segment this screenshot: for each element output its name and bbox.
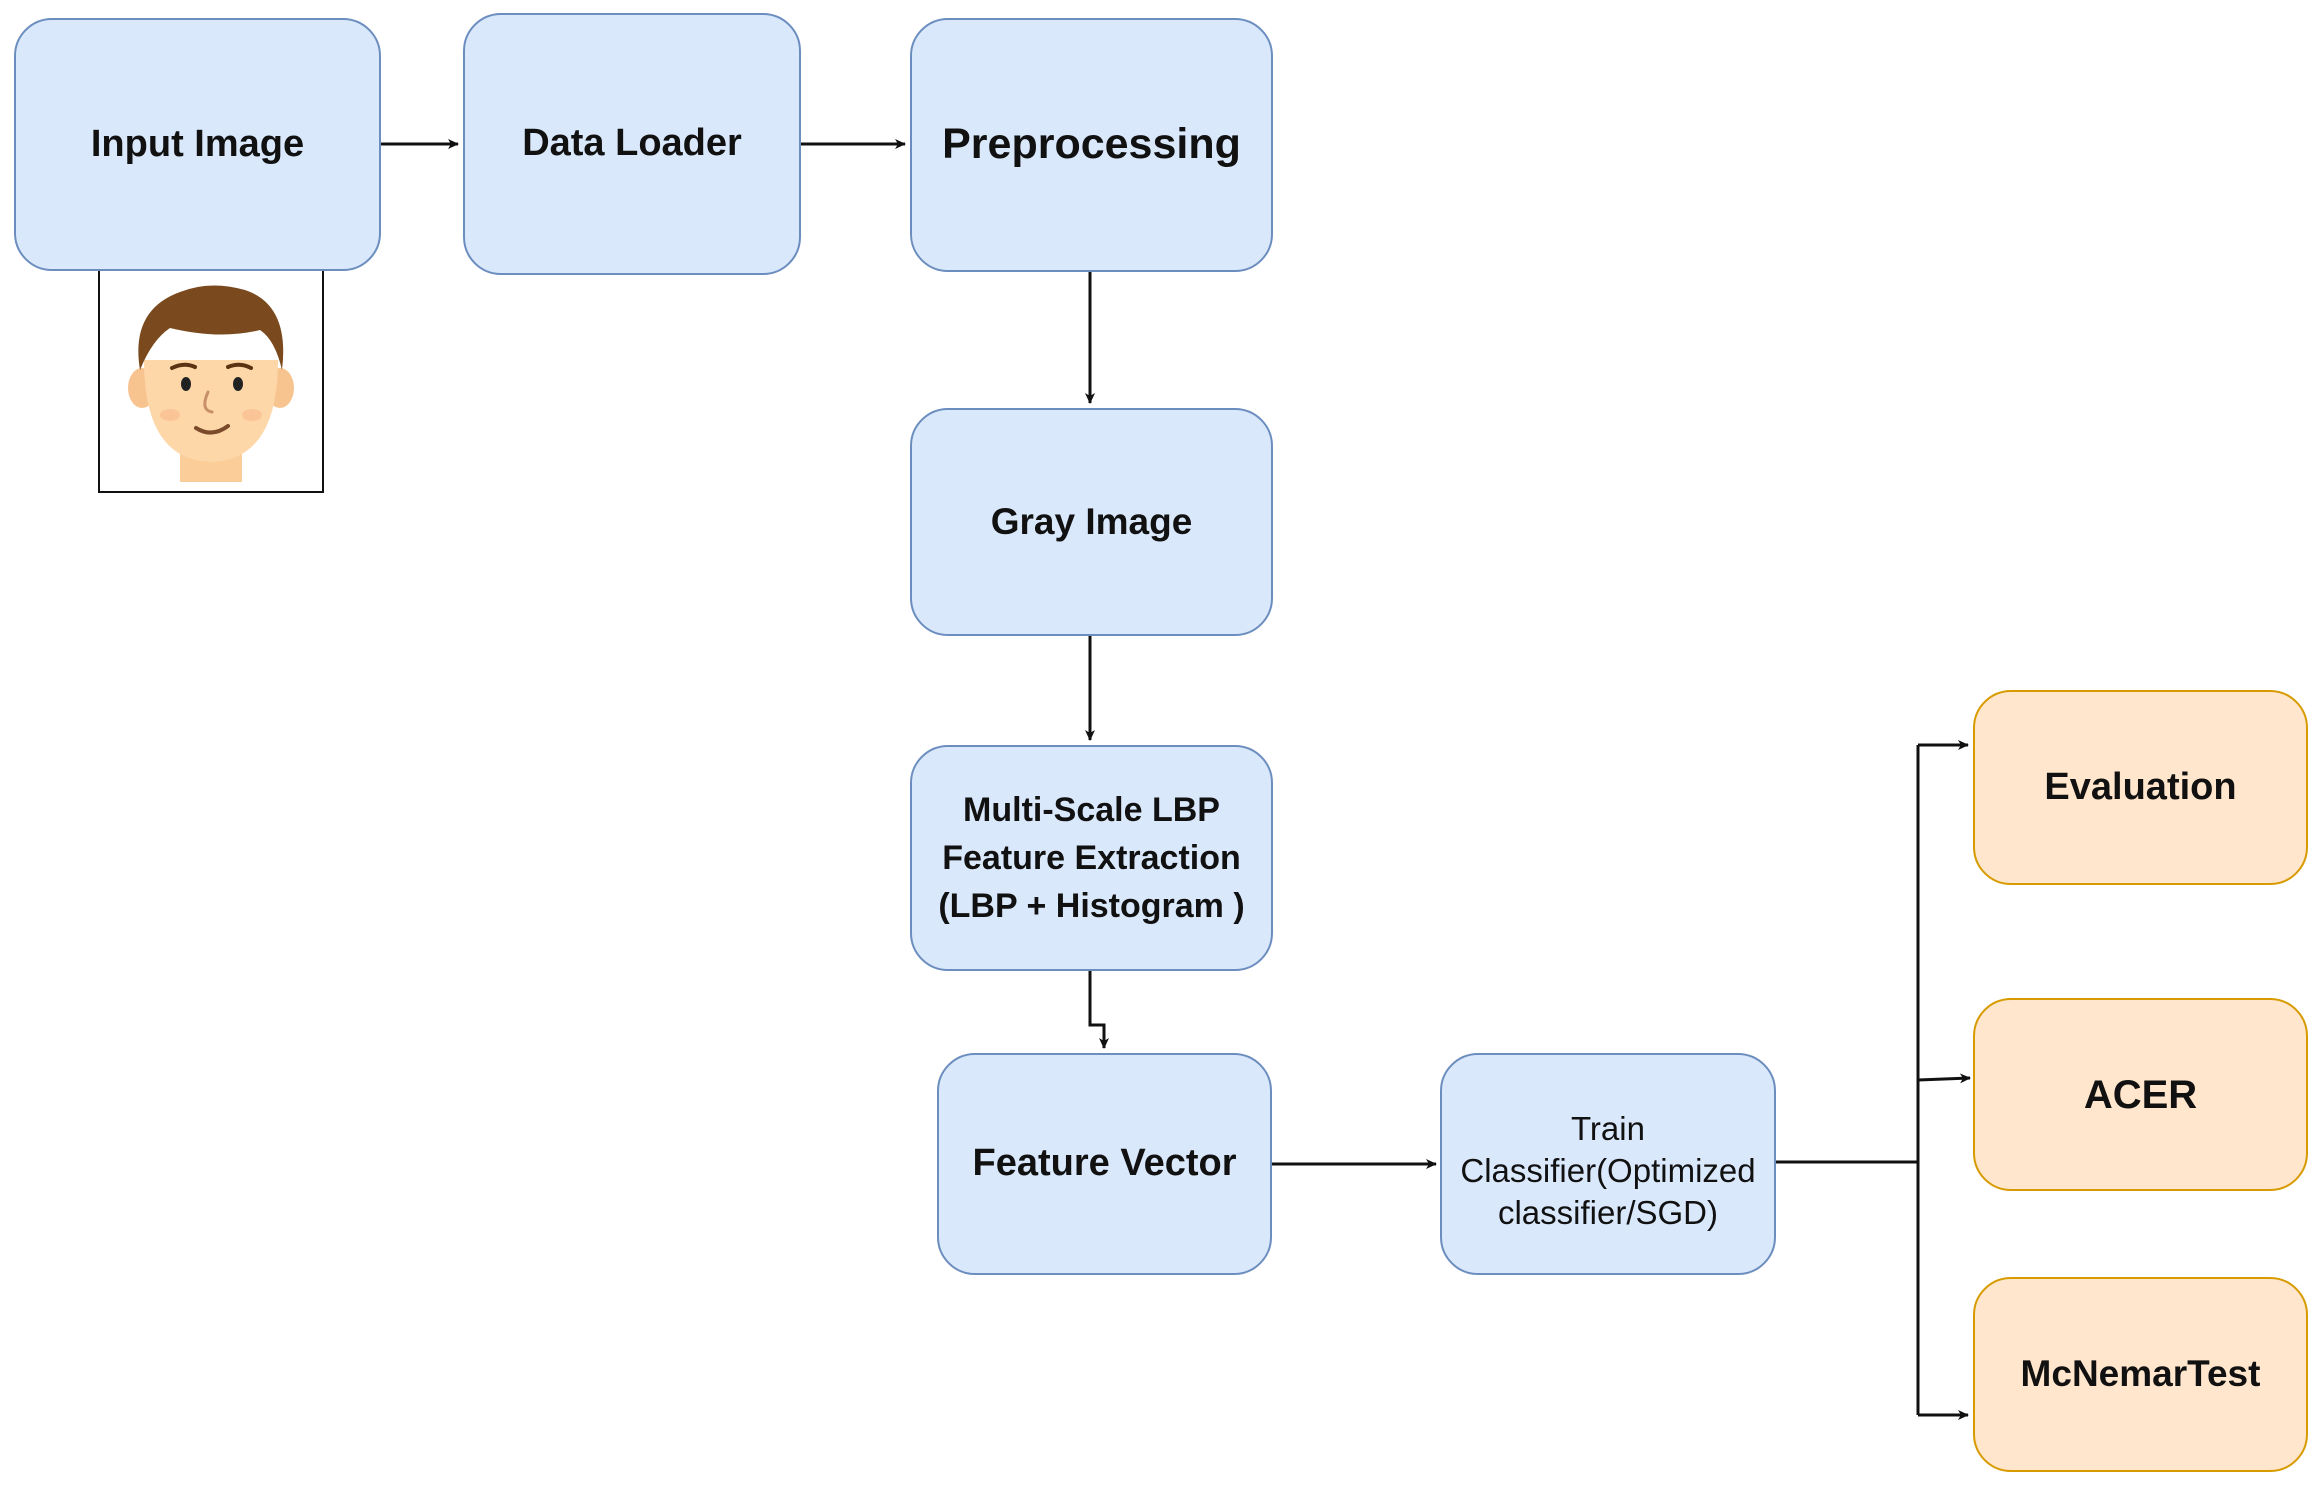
edge-lbp-to-feature-vector <box>1088 971 1109 1049</box>
node-train-classifier: Train Classifier(Optimized classifier/SG… <box>1440 1053 1776 1275</box>
node-gray-image-label: Gray Image <box>990 500 1193 542</box>
node-data-loader-label: Data Loader <box>522 122 742 165</box>
node-evaluation-label: Evaluation <box>2044 765 2237 808</box>
node-mcnemar-test: McNemarTest <box>1973 1277 2308 1472</box>
face-icon <box>128 285 294 482</box>
node-acer: ACER <box>1973 998 2308 1191</box>
node-feature-vector: Feature Vector <box>937 1053 1272 1275</box>
node-train-classifier-label: Train Classifier(Optimized classifier/SG… <box>1460 1109 1756 1232</box>
node-gray-image: Gray Image <box>910 408 1273 636</box>
node-mcnemar-test-label: McNemarTest <box>2020 1353 2261 1395</box>
node-evaluation: Evaluation <box>1973 690 2308 885</box>
edge-branch-to-acer <box>1917 1073 1971 1084</box>
node-preprocessing: Preprocessing <box>910 18 1273 272</box>
input-face-picture <box>98 268 324 493</box>
node-preprocessing-label: Preprocessing <box>942 120 1241 169</box>
node-input-image-label: Input Image <box>90 122 305 165</box>
node-lbp-feature-extraction-label: Multi-Scale LBP Feature Extraction (LBP … <box>938 790 1245 926</box>
node-lbp-feature-extraction: Multi-Scale LBP Feature Extraction (LBP … <box>910 745 1273 971</box>
node-input-image: Input Image <box>14 18 381 271</box>
node-data-loader: Data Loader <box>463 13 801 275</box>
node-acer-label: ACER <box>2083 1072 2198 1117</box>
node-feature-vector-label: Feature Vector <box>972 1142 1237 1185</box>
